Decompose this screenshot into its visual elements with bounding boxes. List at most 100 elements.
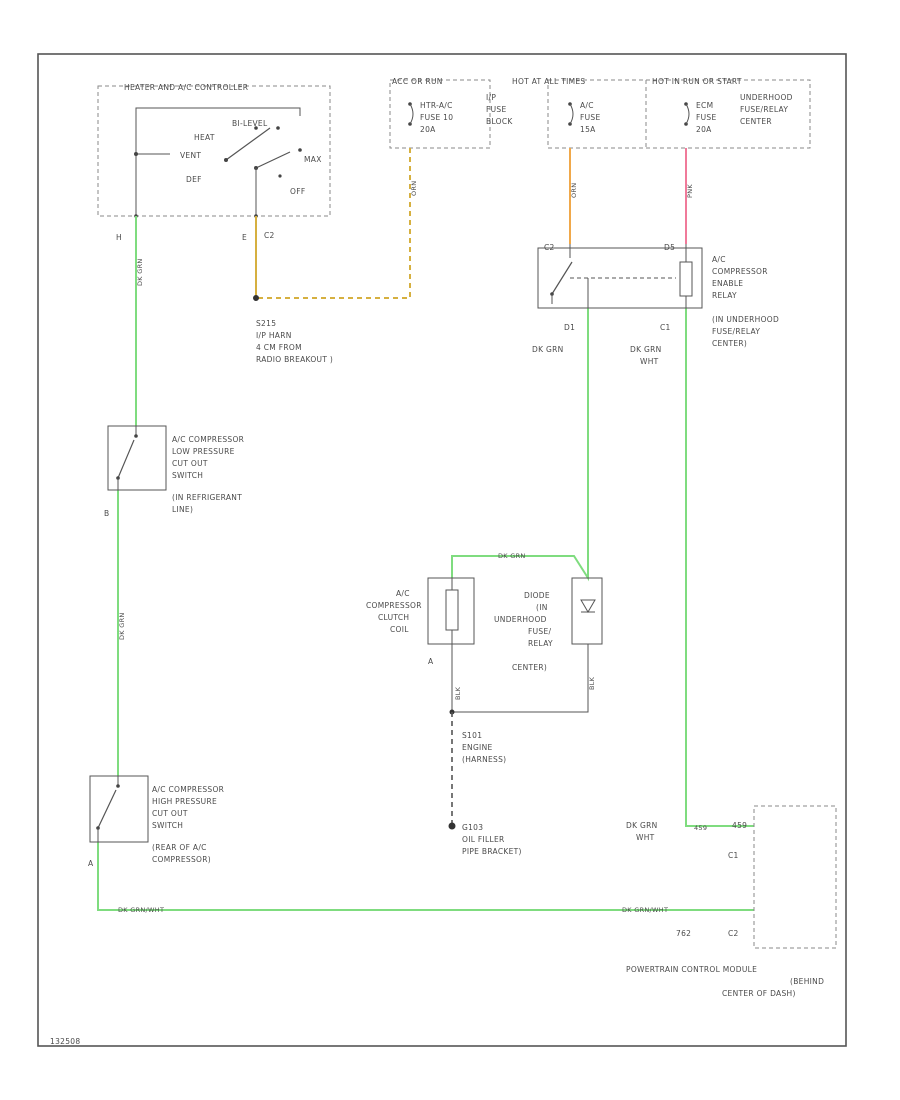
relay-wire-right-2: WHT	[640, 357, 659, 366]
header-hot-run-start: HOT IN RUN OR START	[652, 77, 742, 86]
pin-h: H	[116, 233, 122, 242]
clutch-label-1: A/C	[396, 589, 410, 598]
s215-line4: RADIO BREAKOUT )	[256, 355, 333, 364]
controller-title: HEATER AND A/C CONTROLLER	[124, 83, 248, 92]
ac-compressor-clutch-coil: A A/C COMPRESSOR CLUTCH COIL BLK	[366, 577, 475, 712]
diode: BLK DIODE (IN UNDERHOOD FUSE/ RELAY CENT…	[452, 577, 603, 713]
label-bi-level: BI-LEVEL	[232, 119, 268, 128]
ecm-fuse-line1: ECM	[696, 101, 713, 110]
label-vent: VENT	[180, 151, 201, 160]
high-pressure-cutout-switch: A A/C COMPRESSOR HIGH PRESSURE CUT OUT S…	[88, 775, 224, 868]
wire-label-pcm-in: 459	[694, 824, 707, 832]
ac-fuse-line1: A/C	[580, 101, 594, 110]
relay-label-6: FUSE/RELAY	[712, 327, 760, 336]
pcm-label-3: CENTER OF DASH)	[722, 989, 796, 998]
relay-label-2: COMPRESSOR	[712, 267, 768, 276]
pcm-pin-c2: C2	[728, 929, 739, 938]
label-heat: HEAT	[194, 133, 215, 142]
clutch-label-4: COIL	[390, 625, 409, 634]
diode-wire-bottom: BLK	[588, 676, 596, 690]
ip-fuse-line3: 20A	[420, 125, 436, 134]
wire-label-ecm: PNK	[686, 184, 694, 198]
wire-label-clutch-top: DK GRN	[498, 552, 526, 560]
wire-relay-to-pcm	[685, 308, 754, 827]
high-switch-label-5: (REAR OF A/C	[152, 843, 207, 852]
relay-label-4: RELAY	[712, 291, 737, 300]
s215-line1: S215	[256, 319, 276, 328]
s215-line3: 4 CM FROM	[256, 343, 302, 352]
splice-s101-ground-g103: S101 ENGINE (HARNESS) G103 OIL FILLER PI…	[448, 709, 521, 856]
wire-high-switch-to-pcm	[97, 842, 754, 911]
relay-pin-c1: C1	[660, 323, 671, 332]
ip-fuse-line2: FUSE 10	[420, 113, 453, 122]
relay-pin-c2: C2	[544, 243, 555, 252]
high-switch-label-1: A/C COMPRESSOR	[152, 785, 224, 794]
relay-label-1: A/C	[712, 255, 726, 264]
ip-block-line3: BLOCK	[486, 117, 513, 126]
relay-label-7: CENTER)	[712, 339, 747, 348]
heater-ac-controller: HEATER AND A/C CONTROLLER HEAT BI-LEVEL …	[97, 83, 331, 242]
wire-label-bottom-right: DK GRN/WHT	[622, 906, 668, 914]
diode-label-4: FUSE/	[528, 627, 552, 636]
ac-fuse-line3: 15A	[580, 125, 596, 134]
clutch-wire-bottom: BLK	[454, 686, 462, 700]
diode-label-2: (IN	[536, 603, 548, 612]
pcm-wire-in-2: WHT	[636, 833, 655, 842]
low-switch-label-6: LINE)	[172, 505, 193, 514]
low-switch-pin-b: B	[104, 509, 109, 518]
relay-pin-d1: D1	[564, 323, 575, 332]
high-switch-label-4: SWITCH	[152, 821, 183, 830]
low-switch-label-2: LOW PRESSURE	[172, 447, 235, 456]
label-def: DEF	[186, 175, 202, 184]
fuse-header: ACC OR RUN HOT AT ALL TIMES HOT IN RUN O…	[389, 77, 811, 149]
s215-line2: I/P HARN	[256, 331, 292, 340]
splice-s215: S215 I/P HARN 4 CM FROM RADIO BREAKOUT )	[256, 319, 333, 364]
high-switch-pin-a: A	[88, 859, 94, 868]
header-acc-run: ACC OR RUN	[392, 77, 443, 86]
low-switch-label-4: SWITCH	[172, 471, 203, 480]
pcm-label-1: POWERTRAIN CONTROL MODULE	[626, 965, 757, 974]
wire-label-bottom-left: DK GRN/WHT	[118, 906, 164, 914]
ip-block-line2: FUSE	[486, 105, 507, 114]
pcm-wire-in-1: DK GRN	[626, 821, 658, 830]
diode-label-6: CENTER)	[512, 663, 547, 672]
pin-e: E	[242, 233, 247, 242]
ip-block-line1: I/P	[486, 93, 496, 102]
wire-relay-to-clutch	[451, 308, 589, 582]
low-switch-label-1: A/C COMPRESSOR	[172, 435, 244, 444]
low-switch-label-5: (IN REFRIGERANT	[172, 493, 242, 502]
high-switch-label-2: HIGH PRESSURE	[152, 797, 217, 806]
label-off: OFF	[290, 187, 305, 196]
underhood-line3: CENTER	[740, 117, 772, 126]
underhood-line2: FUSE/RELAY	[740, 105, 788, 114]
splice-s215-dot	[253, 295, 259, 301]
relay-label-5: (IN UNDERHOOD	[712, 315, 779, 324]
pcm-pin-459: 459	[732, 821, 747, 830]
diode-label-1: DIODE	[524, 591, 550, 600]
underhood-line1: UNDERHOOD	[740, 93, 793, 102]
relay-label-3: ENABLE	[712, 279, 743, 288]
wire-label-low: DK GRN	[118, 612, 126, 640]
header-hot-all-times: HOT AT ALL TIMES	[512, 77, 585, 86]
ecm-fuse-line2: FUSE	[696, 113, 717, 122]
ac-fuse-line2: FUSE	[580, 113, 601, 122]
low-pressure-cutout-switch: B A/C COMPRESSOR LOW PRESSURE CUT OUT SW…	[104, 425, 244, 518]
clutch-pin-a: A	[428, 657, 434, 666]
relay-pin-d5: D5	[664, 243, 675, 252]
ac-compressor-enable-relay: C2 D5 D1 C1 DK GRN DK GRN WHT A/C COMPRE…	[532, 243, 779, 366]
wire-label-h: DK GRN	[136, 258, 144, 286]
s101-line3: (HARNESS)	[462, 755, 506, 764]
pcm-pin-c1: C1	[728, 851, 739, 860]
high-switch-label-3: CUT OUT	[152, 809, 188, 818]
relay-wire-right-1: DK GRN	[630, 345, 662, 354]
low-switch-label-3: CUT OUT	[172, 459, 208, 468]
diagram-id: 132508	[50, 1037, 80, 1046]
label-max: MAX	[304, 155, 322, 164]
g103-line2: OIL FILLER	[462, 835, 505, 844]
high-switch-label-6: COMPRESSOR)	[152, 855, 211, 864]
relay-wire-left: DK GRN	[532, 345, 564, 354]
s101-line1: S101	[462, 731, 482, 740]
connector-c2: C2	[264, 231, 275, 240]
ip-fuse-line1: HTR-A/C	[420, 101, 453, 110]
